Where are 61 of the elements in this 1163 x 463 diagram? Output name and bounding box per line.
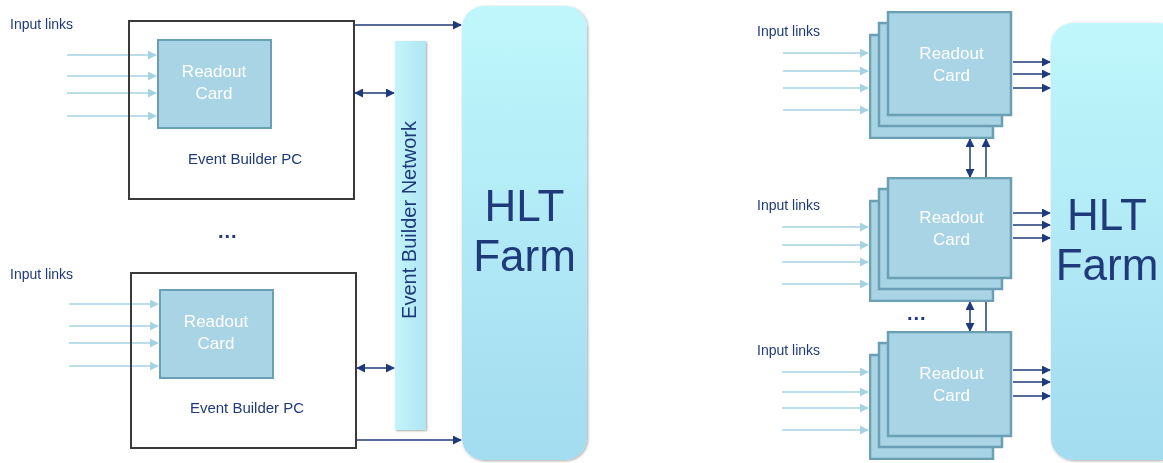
arrow [68, 321, 159, 331]
arrow [781, 257, 869, 267]
arrow [1012, 83, 1051, 93]
arrow [781, 367, 869, 377]
computer-box [130, 272, 357, 449]
arrow [68, 361, 159, 371]
arrow [356, 435, 462, 445]
arrow [782, 105, 869, 115]
arrow [66, 71, 157, 81]
farm-box [462, 6, 587, 460]
arrow [1012, 220, 1051, 230]
arrow [68, 299, 159, 309]
arrow [1012, 365, 1051, 375]
arrow [1012, 391, 1051, 401]
ellipsis: ... [907, 302, 927, 325]
arrow [781, 387, 869, 397]
ellipsis: ... [218, 220, 238, 243]
card-label: Readout Card [182, 310, 250, 355]
arrow [354, 88, 395, 98]
arrow [981, 138, 991, 178]
arrow [781, 403, 869, 413]
link-label: Input links [10, 16, 74, 32]
arrow [1012, 377, 1051, 387]
arrow [782, 83, 869, 93]
arrow [781, 240, 869, 250]
link-label: Input links [757, 342, 821, 358]
farm-box [1051, 23, 1163, 460]
arrow [68, 338, 159, 348]
arrow [1012, 233, 1051, 243]
computer-box [128, 20, 355, 200]
arrow [965, 138, 975, 178]
arrow [354, 20, 462, 30]
arrow [965, 301, 975, 332]
card-box [158, 288, 274, 379]
arrow [781, 222, 869, 232]
arrow [782, 48, 869, 58]
card-label: Readout Card [918, 42, 985, 87]
card-label: Readout Card [918, 207, 985, 251]
box-title: Event Builder PC [186, 150, 304, 167]
link-label: Input links [757, 23, 821, 39]
network-bar [395, 41, 426, 430]
card-box [156, 38, 272, 129]
box-title: Event Builder PC [188, 399, 306, 416]
farm-label: HLT Farm [472, 181, 577, 281]
arrow [66, 50, 157, 60]
arrow [1012, 69, 1051, 79]
arrow [66, 88, 157, 98]
arrow [781, 279, 869, 289]
arrow [1012, 57, 1051, 67]
card-label: Readout Card [180, 60, 248, 105]
arrow [356, 363, 395, 373]
arrow [1012, 208, 1051, 218]
link-label: Input links [10, 266, 74, 282]
arrow [782, 66, 869, 76]
link-label: Input links [757, 197, 821, 213]
arrow [781, 425, 869, 435]
arrow [66, 111, 157, 121]
farm-label: HLT Farm [1054, 189, 1160, 290]
connector-line [985, 301, 987, 332]
network-label: Event Builder Network [398, 121, 421, 319]
card-label: Readout Card [918, 363, 985, 407]
